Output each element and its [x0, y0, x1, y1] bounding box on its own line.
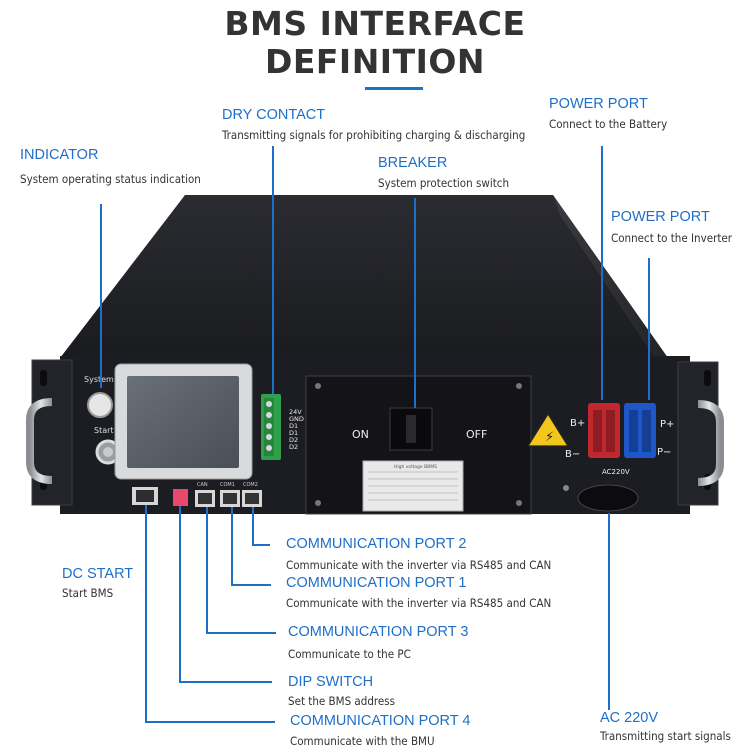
title-underline [365, 87, 423, 90]
b-minus-label: B− [565, 449, 580, 460]
battery-power-connector [588, 403, 620, 458]
p-minus-label: P− [657, 447, 671, 458]
dry-contact-desc: Transmitting signals for prohibiting cha… [222, 128, 526, 142]
leader-indicator [100, 204, 102, 388]
svg-text:⚡: ⚡ [545, 430, 554, 445]
dip-switch-label: DIP SWITCH [288, 674, 374, 690]
case-right-side [553, 195, 668, 378]
ac-220v-desc: Transmitting start signals [600, 729, 731, 743]
power-port-inverter-desc: Connect to the Inverter [611, 231, 733, 245]
dip-switch-block [173, 489, 188, 506]
leader-power-battery [601, 146, 603, 400]
start-label: Start [94, 426, 114, 435]
leader-dip-v [179, 506, 181, 682]
dc-start-desc: Start BMS [62, 586, 114, 600]
leader-comm4-h [145, 721, 275, 723]
leader-comm1-v [231, 507, 233, 585]
leader-power-inverter [648, 258, 650, 400]
indicator-light [87, 392, 113, 418]
case-top [60, 195, 668, 358]
breaker-on-label: ON [352, 428, 369, 441]
leader-ac220v-v [608, 513, 610, 710]
system-label: System [84, 375, 114, 384]
warning-label [526, 412, 570, 447]
ac220v-label: AC220V [602, 468, 630, 476]
comm-port-2-desc: Communicate with the inverter via RS485 … [286, 558, 552, 572]
inverter-power-connector [624, 403, 656, 458]
leader-dip-h [179, 681, 272, 683]
comm-port-2-label: COMMUNICATION PORT 2 [286, 536, 467, 552]
right-handle [697, 400, 724, 486]
leader-dry-contact [272, 146, 274, 394]
ac-220v-label: AC 220V [600, 710, 659, 726]
leader-comm2-v [252, 507, 254, 545]
breaker-desc: System protection switch [378, 176, 510, 190]
terminal-pin-label: GND [289, 415, 304, 423]
breaker-off-label: OFF [466, 428, 487, 441]
port-label-com2: COM2 [243, 482, 258, 488]
breaker-label: BREAKER [378, 155, 448, 171]
indicator-desc: System operating status indication [20, 172, 201, 186]
comm-port-1-label: COMMUNICATION PORT 1 [286, 575, 467, 591]
dry-contact-label: DRY CONTACT [222, 107, 326, 123]
comm-port-4-desc: Communicate with the BMU [290, 734, 435, 748]
terminal-pin-label: D2 [289, 443, 298, 451]
leader-comm2-h [252, 544, 270, 546]
left-handle [26, 398, 53, 484]
comm-port-1-desc: Communicate with the inverter via RS485 … [286, 596, 552, 610]
page-title-line2: DEFINITION [264, 42, 486, 81]
port-label-com1: COM1 [220, 482, 235, 488]
power-port-battery-desc: Connect to the Battery [549, 117, 668, 131]
leader-comm4-v [145, 505, 147, 722]
dc-start-label: DC START [62, 566, 134, 582]
terminal-pin-label: D2 [289, 436, 298, 444]
leader-comm3-h [206, 632, 276, 634]
port-label-can: CAN [197, 482, 208, 488]
dip-switch-desc: Set the BMS address [288, 694, 396, 708]
comm-port-3-desc: Communicate to the PC [288, 647, 411, 661]
leader-breaker [414, 198, 416, 408]
leader-comm3-v [206, 507, 208, 633]
b-plus-label: B+ [570, 418, 585, 429]
leader-comm1-h [231, 584, 271, 586]
indicator-label: INDICATOR [20, 147, 99, 163]
p-plus-label: P+ [660, 419, 674, 430]
nameplate-title: High voltage BBMS [394, 464, 437, 470]
comm-port-4-label: COMMUNICATION PORT 4 [290, 713, 471, 729]
ac220v-connector [577, 484, 639, 512]
power-port-inverter-label: POWER PORT [611, 209, 710, 225]
power-port-battery-label: POWER PORT [549, 96, 648, 112]
page-title-line1: BMS INTERFACE [224, 4, 526, 43]
terminal-pin-label: D1 [289, 422, 298, 430]
lcd-screen [127, 376, 239, 468]
terminal-pin-label: 24V [289, 408, 302, 416]
comm-port-3-label: COMMUNICATION PORT 3 [288, 624, 469, 640]
terminal-pin-label: D1 [289, 429, 298, 437]
